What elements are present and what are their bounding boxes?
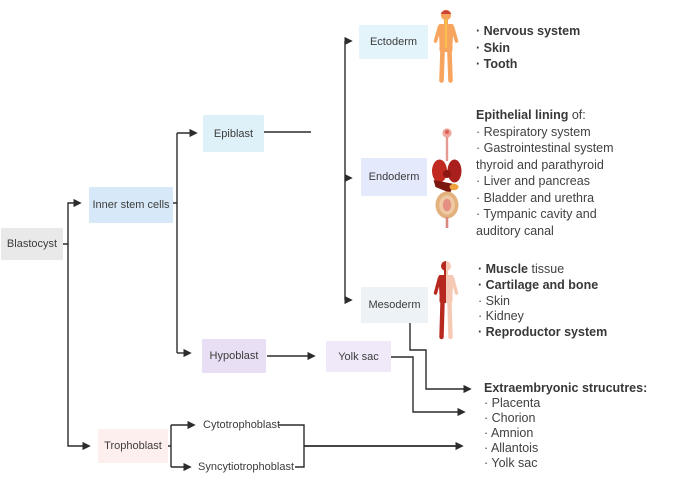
muscular-body-icon xyxy=(433,261,459,340)
list-item: · Tooth xyxy=(476,57,518,71)
node-trophoblast-label: Trophoblast xyxy=(104,440,162,452)
node-syncytiotrophoblast-label: Syncytiotrophoblast xyxy=(198,461,294,473)
internal-organs-icon xyxy=(432,128,462,228)
list-title: Extraembryonic strucutres: xyxy=(484,381,648,395)
node-cytotrophoblast-label: Cytotrophoblast xyxy=(203,419,281,431)
node-hypoblast-label: Hypoblast xyxy=(209,350,259,362)
node-endoderm-label: Endoderm xyxy=(368,171,420,183)
list-item: · Reproductor system xyxy=(478,325,608,340)
list-item: · Skin xyxy=(476,40,511,55)
node-inner-stem-cells: Inner stem cells xyxy=(89,187,173,223)
list-item: · Skin xyxy=(478,293,510,308)
node-ectoderm: Ectoderm xyxy=(359,25,428,59)
node-ectoderm-label: Ectoderm xyxy=(369,36,418,48)
endoderm-derivatives-list: Epithelial lining of: · Respiratory syst… xyxy=(476,107,614,239)
list-title: Epithelial lining of: xyxy=(476,108,586,122)
node-blastocyst: Blastocyst xyxy=(1,228,63,260)
node-blastocyst-label: Blastocyst xyxy=(6,238,58,250)
human-body-icon xyxy=(433,9,459,83)
list-item: · Allantois xyxy=(484,441,539,455)
ectoderm-derivatives-list: · Nervous system · Skin · Tooth xyxy=(476,23,580,73)
node-trophoblast: Trophoblast xyxy=(98,429,168,463)
list-item: thyroid and parathyroid xyxy=(476,157,604,172)
mesoderm-derivatives-list: · Muscle tissue · Cartilage and bone · S… xyxy=(478,262,607,341)
list-item: · Nervous system xyxy=(476,24,581,38)
node-yolk-sac: Yolk sac xyxy=(326,341,391,372)
node-epiblast: Epiblast xyxy=(203,115,264,152)
list-item: · Chorion xyxy=(484,411,536,425)
list-item: · Yolk sac xyxy=(484,456,538,470)
list-item: · Bladder and urethra xyxy=(476,190,595,205)
list-item: auditory canal xyxy=(476,223,554,238)
node-endoderm: Endoderm xyxy=(361,158,427,196)
list-item: · Cartilage and bone xyxy=(478,277,599,292)
node-cytotrophoblast: Cytotrophoblast xyxy=(203,418,280,432)
node-inner-stem-cells-label: Inner stem cells xyxy=(92,199,170,211)
list-item: · Muscle tissue xyxy=(478,262,565,276)
list-item: · Liver and pancreas xyxy=(476,174,590,188)
node-yolk-sac-label: Yolk sac xyxy=(338,350,379,363)
list-item: · Respiratory system xyxy=(476,124,591,139)
list-item: · Tympanic cavity and xyxy=(476,207,597,221)
list-item: · Kidney xyxy=(478,309,524,324)
node-hypoblast: Hypoblast xyxy=(202,339,266,373)
list-item: · Gastrointestinal system xyxy=(476,141,614,155)
node-mesoderm-label: Mesoderm xyxy=(368,299,421,311)
extraembryonic-structures-list: Extraembryonic strucutres: · Placenta · … xyxy=(484,381,647,471)
list-item: · Amnion xyxy=(484,426,534,440)
node-epiblast-label: Epiblast xyxy=(213,127,254,140)
list-item: · Placenta xyxy=(484,396,541,410)
node-mesoderm: Mesoderm xyxy=(361,287,428,323)
node-syncytiotrophoblast: Syncytiotrophoblast xyxy=(198,460,294,474)
